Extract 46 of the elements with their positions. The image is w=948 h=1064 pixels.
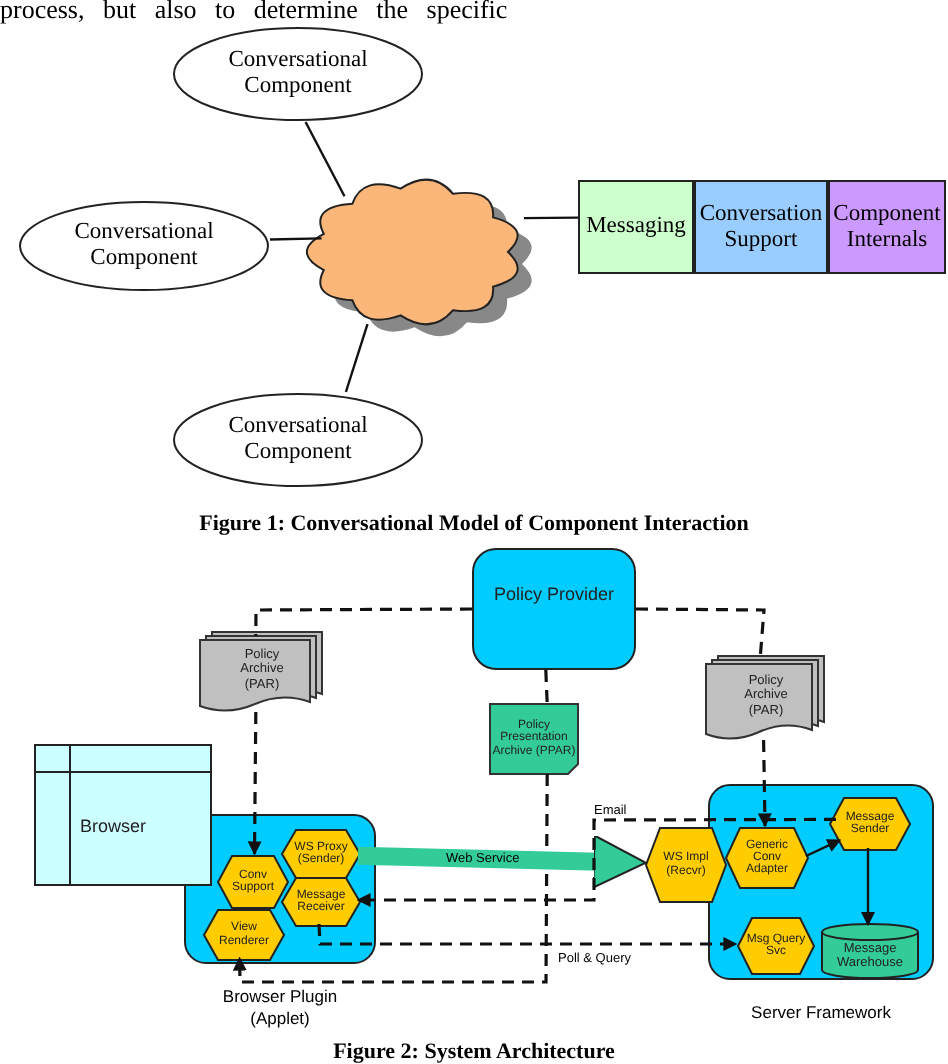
hexagon-module (646, 828, 726, 902)
connector (356, 817, 836, 907)
hexagon-module (738, 918, 814, 974)
connector (344, 323, 369, 393)
document-stack (200, 632, 324, 712)
node-label: Browser Plugin (Applet) (220, 986, 340, 1031)
document-stack (706, 656, 826, 740)
hexagon-module (282, 878, 360, 926)
figure-caption: Figure 2: System Architecture (333, 1040, 615, 1064)
browser-window (34, 744, 212, 886)
component-layer-box (578, 180, 694, 274)
node-label: Browser (79, 817, 146, 837)
connector (861, 848, 875, 927)
connector (805, 839, 842, 858)
component-ellipse (18, 200, 270, 292)
thick-arrow (357, 834, 647, 889)
node-label: Server Framework (749, 1002, 893, 1025)
node-label: Conversation Support (698, 201, 824, 253)
node-label: Conversational Component (226, 48, 370, 100)
component-layer-box (694, 180, 828, 274)
provider-box (472, 548, 636, 670)
node-label: Component Internals (832, 201, 942, 253)
hexagon-module (830, 798, 910, 850)
node-label: Messaging (584, 214, 688, 240)
hexagon-module (726, 828, 808, 888)
node-label: Conversational Component (226, 414, 370, 466)
node-label: Conversational Component (72, 220, 216, 272)
database-cylinder (822, 924, 918, 978)
component-layer-box (828, 180, 946, 274)
hexagon-module (204, 910, 284, 960)
connector (232, 774, 549, 984)
connector (317, 923, 738, 951)
connector (247, 712, 262, 856)
component-ellipse (172, 392, 424, 488)
figure-caption: Figure 1: Conversational Model of Component Interaction (199, 512, 749, 536)
connector (254, 607, 472, 636)
connector (304, 121, 346, 197)
document-shape (490, 704, 578, 774)
hexagon-module (218, 856, 288, 908)
hexagon-module (282, 830, 360, 878)
connector (269, 237, 322, 241)
connector (523, 216, 578, 220)
component-ellipse (172, 26, 424, 122)
connector (757, 739, 772, 828)
connector (544, 669, 549, 705)
node-label: Policy Provider (493, 585, 615, 605)
